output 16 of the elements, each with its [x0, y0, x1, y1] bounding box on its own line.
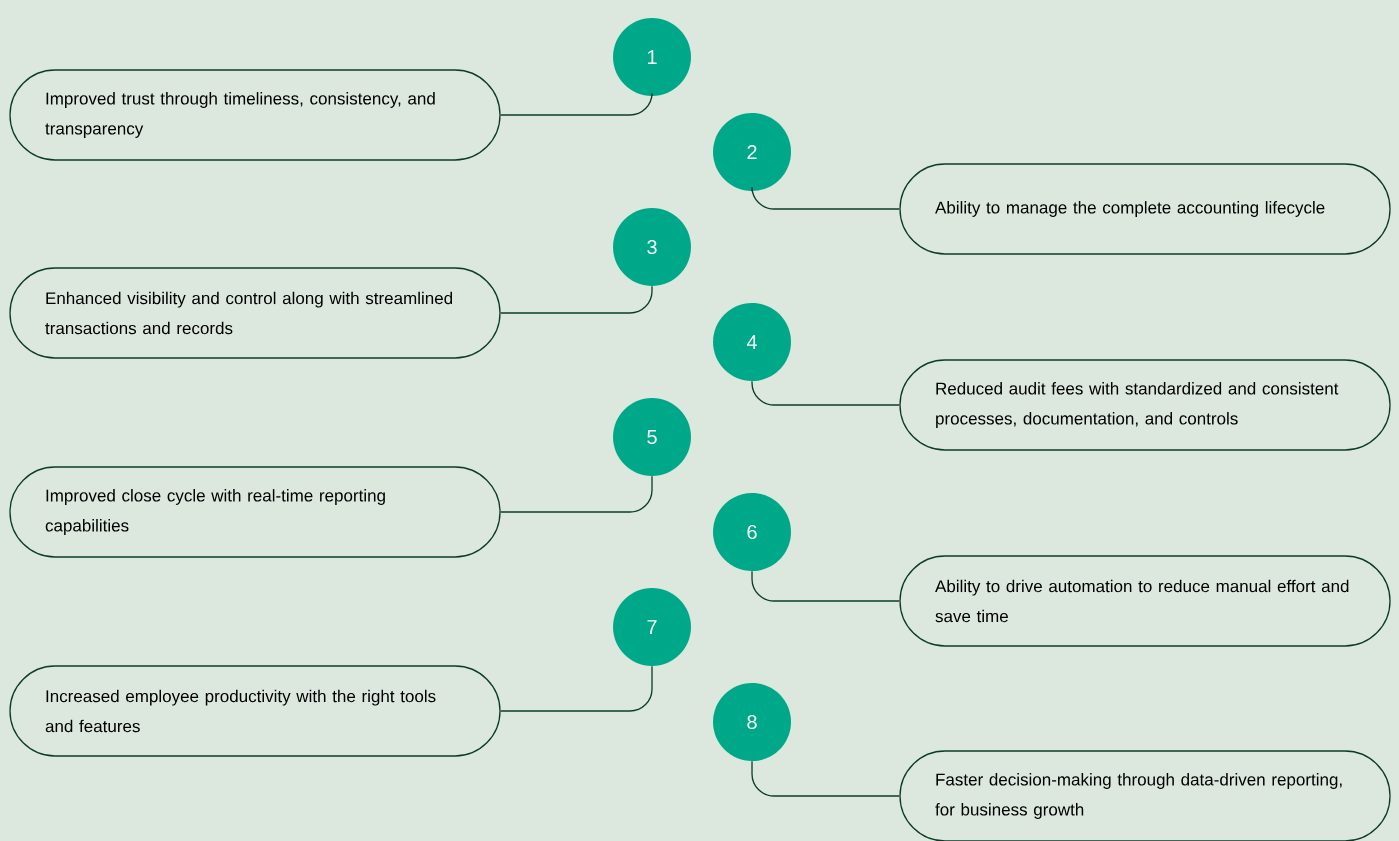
connector-line — [751, 760, 900, 797]
text-box: Improved close cycle with real-time reporting capabilities — [9, 466, 501, 558]
connector-line — [751, 380, 900, 406]
text-box: Ability to drive automation to reduce manual effort and save time — [899, 555, 1391, 647]
connector-line — [500, 665, 653, 712]
connector-line — [500, 285, 653, 314]
connector-line — [751, 186, 900, 210]
connector-line — [500, 475, 653, 513]
text-box: Ability to manage the complete accounting lifecycle — [899, 163, 1391, 255]
text-box: Increased employee productivity with the right tools and features — [9, 665, 501, 757]
text-box: Reduced audit fees with standardized and consistent processes, documentation, and controls — [899, 359, 1391, 451]
text-box: Improved trust through timeliness, consistency, and transparency — [9, 69, 501, 161]
connector-line — [500, 92, 653, 116]
text-box: Enhanced visibility and control along with streamlined transactions and records — [9, 267, 501, 359]
text-box: Faster decision-making through data-driven reporting, for business growth — [899, 750, 1391, 841]
connector-line — [751, 570, 900, 602]
